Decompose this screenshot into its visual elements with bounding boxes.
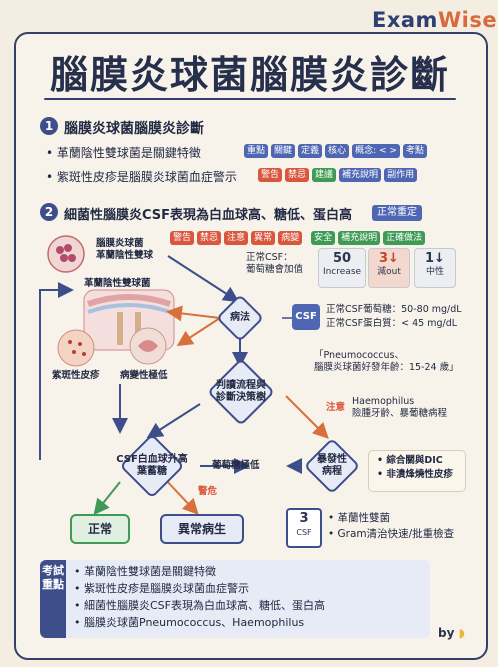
rash-label: 紫斑性皮疹 — [52, 370, 100, 381]
haemophilus-note: Haemophilus 險腫牙齡、暴葡糖病程 — [352, 396, 448, 419]
onset-diamond: 暴發性 病程 — [300, 437, 364, 495]
onset-point: • 非潰烽燒性皮疹 — [377, 469, 453, 480]
tag: 關鍵 — [271, 144, 296, 158]
rash-illustration — [57, 329, 95, 367]
summary-list: • 革蘭陰性雙球菌是關鍵特徵 • 紫斑性皮疹是腦膜炎球菌血症警示 • 細菌性腦膜… — [74, 563, 325, 631]
section-2-heading: 細菌性腦膜炎CSF表現為白血球高、糖低、蛋白高 — [64, 208, 353, 223]
three-point: • Gram清治快速/批重檢查 — [328, 528, 455, 540]
section-1-heading: 腦膜炎球菌腦膜炎診斷 — [64, 121, 204, 137]
bacteria-label: 腦膜炎球菌 革蘭陰性雙球 — [96, 238, 154, 261]
summary-label: 考試重點 — [40, 560, 66, 638]
tag: 補充說明 — [339, 168, 382, 182]
tag: 安全 — [311, 231, 336, 245]
banana-icon: ◗ — [458, 626, 465, 640]
pneumococcus-note: 「Pneumococcus、 腦膜炎球菌好發年齡：15-24 歲」 — [314, 350, 459, 373]
section-1-bullet-1: • 革蘭陰性雙球菌是關鍵特徵 — [46, 146, 201, 160]
tag: 定義 — [298, 144, 323, 158]
tag: 考點 — [402, 144, 427, 158]
tag: 副作用 — [384, 168, 418, 182]
csf-protein: 正常CSF蛋白質：< 45 mg/dL — [326, 318, 458, 329]
onset-point: • 綜合關與DIC — [377, 455, 443, 466]
section-2-tags: 警告 禁忌 注意 異常 病變 安全 補充說明 正確做法 — [170, 231, 426, 245]
decision-diamond: 判讀流程與 診斷決策樹 — [196, 358, 286, 426]
csf-badge: CSF — [292, 304, 320, 330]
section-2-heading-tag: 正常重定 — [372, 205, 422, 221]
bacteria-icon — [47, 235, 85, 273]
stat-neutral: 1↓中性 — [414, 248, 456, 288]
section-1-bullet-2: • 紫斑性皮疹是腦膜炎球菌血症警示 — [46, 170, 237, 184]
section-1-bullet-1-tags: 重點 關鍵 定義 核心 概念: < > 考點 — [244, 144, 427, 158]
stat-decrease: 3↓減out — [368, 248, 410, 288]
gram-label: 革蘭陰性雙球菌 — [84, 278, 151, 289]
tag: 禁忌 — [197, 231, 222, 245]
tag: 補充說明 — [338, 231, 381, 245]
onset-points-box: • 綜合關與DIC • 非潰烽燒性皮疹 — [368, 450, 466, 492]
tag: 建議 — [312, 168, 337, 182]
tag: 警告 — [170, 231, 195, 245]
tag: 異常 — [251, 231, 276, 245]
csf-tube-badge: 3 CSF — [286, 508, 322, 548]
normal-result-box: 正常 — [70, 514, 130, 544]
section-2-number: 2 — [40, 203, 58, 221]
csf-glucose: 正常CSF葡萄糖：50-80 mg/dL — [326, 304, 462, 315]
summary-panel — [40, 560, 430, 638]
summary-item: • 腦膜炎球菌Pneumococcus、Haemophilus — [74, 616, 305, 629]
tag: 病變 — [278, 231, 303, 245]
signature: by ◗ — [438, 626, 465, 640]
summary-item: • 紫斑性皮疹是腦膜炎球菌血症警示 — [74, 582, 249, 595]
section-1-bullet-2-tags: 警告 禁忌 建議 補充說明 副作用 — [258, 168, 418, 182]
tag: 禁忌 — [285, 168, 310, 182]
csf-normal-note: 正常CSF： 葡萄糖會加值 — [246, 252, 304, 275]
summary-item: • 革蘭陰性雙球菌是關鍵特徵 — [74, 565, 216, 578]
glucose-low-label: 葡萄糖極低 — [212, 460, 260, 471]
tag: 重點 — [244, 144, 269, 158]
tag: 概念: < > — [352, 144, 400, 158]
tag: 注意 — [224, 231, 249, 245]
abnormal-result-box: 異常病生 — [160, 514, 244, 544]
csf-wbc-diamond: CSF白血球升高 葉蓄糖 — [100, 433, 204, 499]
lesion-illustration — [129, 327, 167, 365]
page-title: 腦膜炎球菌腦膜炎診斷 — [49, 53, 450, 97]
title-divider — [44, 98, 456, 100]
tag: 警告 — [258, 168, 283, 182]
method-diamond: 病法 — [214, 293, 266, 343]
brand-logo: ExamWise — [372, 8, 498, 32]
summary-item: • 細菌性腦膜炎CSF表現為白血球高、糖低、蛋白高 — [74, 599, 325, 612]
lesion-label: 病變性極低 — [120, 370, 168, 381]
danger-label: 警危 — [198, 486, 218, 497]
three-point: • 革蘭性雙菌 — [328, 512, 391, 524]
caution-label: 注意 — [326, 402, 346, 413]
section-1-number: 1 — [40, 117, 58, 135]
tag: 核心 — [325, 144, 350, 158]
tag: 正確做法 — [383, 231, 426, 245]
